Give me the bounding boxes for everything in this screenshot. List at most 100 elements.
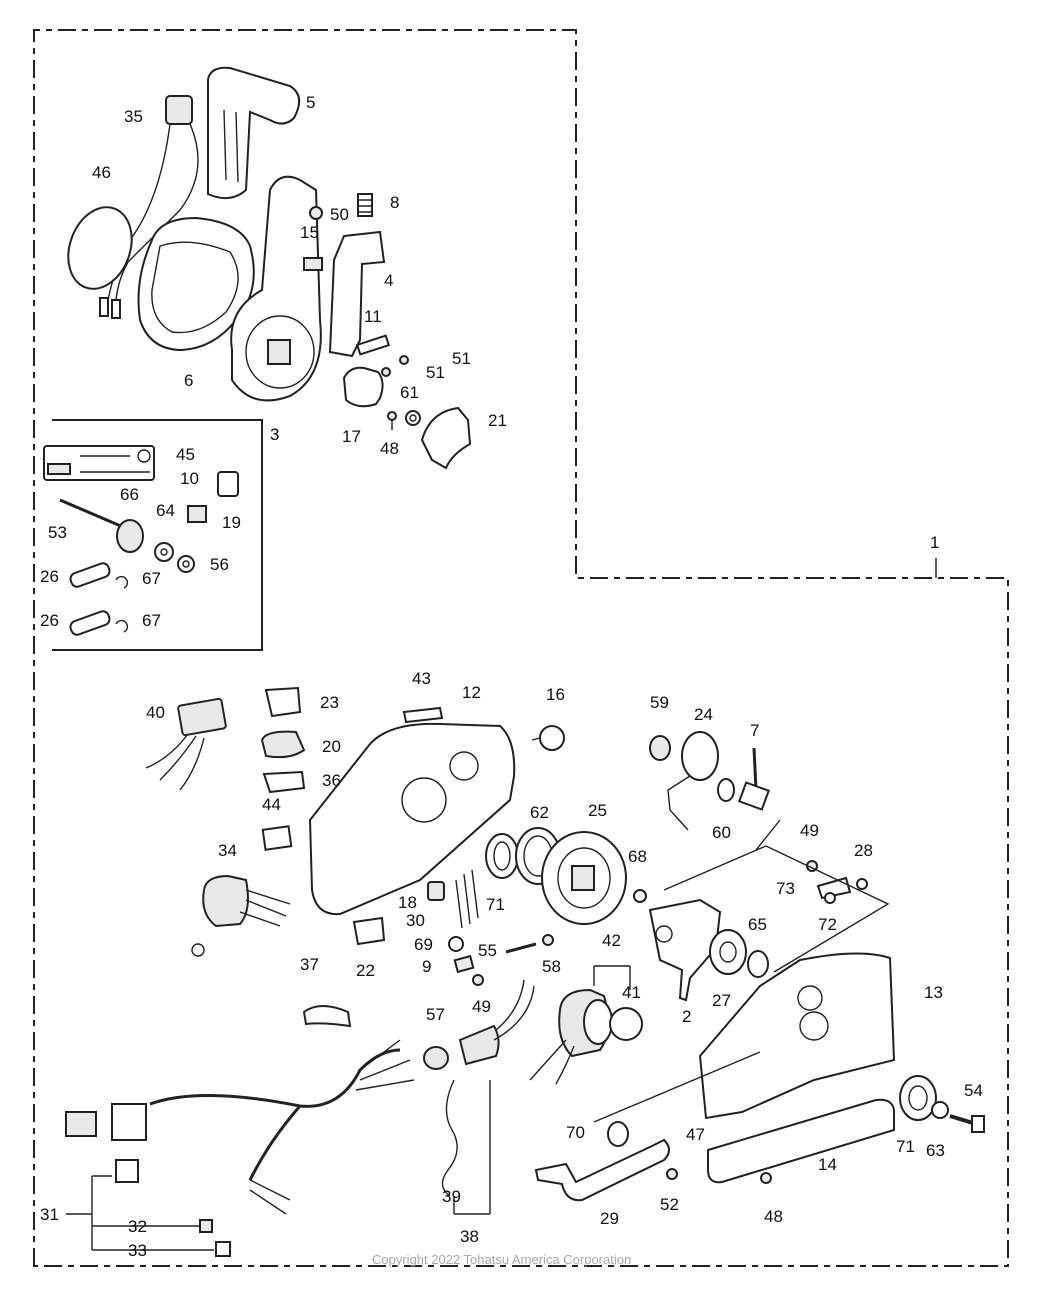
clip-part-70: [607, 1121, 629, 1147]
callout-73: 73: [776, 879, 795, 898]
callout-29: 29: [600, 1209, 619, 1228]
assembly-line-1: [663, 819, 890, 973]
callout-61: 61: [400, 383, 419, 402]
callout-51b: 51: [426, 363, 445, 382]
callout-28: 28: [854, 841, 873, 860]
spring-part-8: [357, 193, 373, 217]
callout-19: 19: [222, 513, 241, 532]
callout-36: 36: [322, 771, 341, 790]
callout-38: 38: [460, 1227, 479, 1246]
bolt-part-53: [59, 498, 131, 532]
callout-67b: 67: [142, 611, 161, 630]
nut-part-56: [177, 555, 195, 573]
callout-35: 35: [124, 107, 143, 126]
callout-46: 46: [92, 163, 111, 182]
plate-part-24: [667, 731, 719, 831]
bolt-part-49b: [472, 974, 484, 986]
callout-30: 30: [406, 911, 425, 930]
callout-3: 3: [270, 425, 279, 444]
link-part-2: [648, 898, 722, 1002]
callout-44: 44: [262, 795, 281, 814]
callout-48a: 48: [380, 439, 399, 458]
callout-43: 43: [412, 669, 431, 688]
clip-part-15: [303, 257, 323, 271]
cable-end-part-26b: [69, 610, 111, 636]
bolt-part-48a: [387, 411, 397, 430]
callout-2: 2: [682, 1007, 691, 1026]
callout-labels: 5 35 46 50 8 15 4 11 51 51 61 6 21 17 48…: [40, 93, 983, 1260]
callout-33: 33: [128, 1241, 147, 1260]
plate-part-11: [355, 334, 391, 356]
callout-60: 60: [712, 823, 731, 842]
callout-12: 12: [462, 683, 481, 702]
housing-part-3: [230, 175, 322, 402]
cable-end-part-26a: [69, 562, 111, 588]
bushing-part-71b: [899, 1075, 937, 1121]
callout-32: 32: [128, 1217, 147, 1236]
callout-34: 34: [218, 841, 237, 860]
clamp-part-37: [302, 1005, 352, 1028]
callout-64: 64: [156, 501, 175, 520]
tube-part-30: [455, 869, 479, 929]
callout-71b: 71: [896, 1137, 915, 1156]
callout-54: 54: [964, 1081, 983, 1100]
bearing-part-27: [709, 929, 747, 975]
callout-10: 10: [180, 469, 199, 488]
handle-part-5: [207, 66, 301, 200]
lever-part-4: [328, 230, 386, 358]
o-ring-part-46: [67, 206, 133, 290]
pin-part-7: [738, 747, 770, 811]
callout-16: 16: [546, 685, 565, 704]
clip-part-67b: [115, 619, 129, 633]
callout-48b: 48: [764, 1207, 783, 1226]
callout-56: 56: [210, 555, 229, 574]
block-part-9: [453, 954, 475, 974]
callout-51a: 51: [452, 349, 471, 368]
callout-45: 45: [176, 445, 195, 464]
callout-20: 20: [322, 737, 341, 756]
screw-part-50: [309, 206, 323, 220]
callout-68: 68: [628, 847, 647, 866]
ring-part-65: [747, 950, 769, 978]
kit-box: [52, 419, 263, 651]
callout-37: 37: [300, 955, 319, 974]
side-plate-part-13: [698, 952, 896, 1120]
nut-part-58: [542, 934, 554, 946]
callout-31: 31: [40, 1205, 59, 1224]
callout-25: 25: [588, 801, 607, 820]
gear-part-25: [541, 831, 627, 925]
callout-55: 55: [478, 941, 497, 960]
callout-8: 8: [390, 193, 399, 212]
clip-part-67a: [115, 575, 129, 589]
leader-70: [593, 1051, 761, 1123]
collar-part-59: [649, 735, 671, 761]
clip-part-10: [187, 505, 207, 523]
callout-59: 59: [650, 693, 669, 712]
callout-66: 66: [120, 485, 139, 504]
callout-52: 52: [660, 1195, 679, 1214]
washer-part-28: [856, 878, 868, 890]
gasket-part-36: [262, 770, 306, 794]
callout-69: 69: [414, 935, 433, 954]
label-part-43: [402, 706, 444, 724]
bottom-plate-part-14: [707, 1098, 895, 1184]
bolt-part-54: [949, 1114, 985, 1133]
neutral-switch-part-35: [99, 95, 199, 319]
callout-65: 65: [748, 915, 767, 934]
label-part-44: [261, 825, 293, 851]
callout-15: 15: [300, 223, 319, 242]
callout-11: 11: [364, 307, 382, 326]
callout-13: 13: [924, 983, 943, 1002]
callout-27: 27: [712, 991, 731, 1010]
bushing-part-71a: [485, 833, 519, 879]
callout-40: 40: [146, 703, 165, 722]
callout-50: 50: [330, 205, 349, 224]
nut-part-69: [448, 936, 464, 952]
buzzer-part-42: [529, 988, 613, 1085]
callout-22: 22: [356, 961, 375, 980]
callout-49a: 49: [800, 821, 819, 840]
block-part-17: [342, 366, 384, 408]
washer-part-60: [717, 778, 735, 802]
callout-47: 47: [686, 1125, 705, 1144]
label-part-45: [43, 445, 155, 481]
